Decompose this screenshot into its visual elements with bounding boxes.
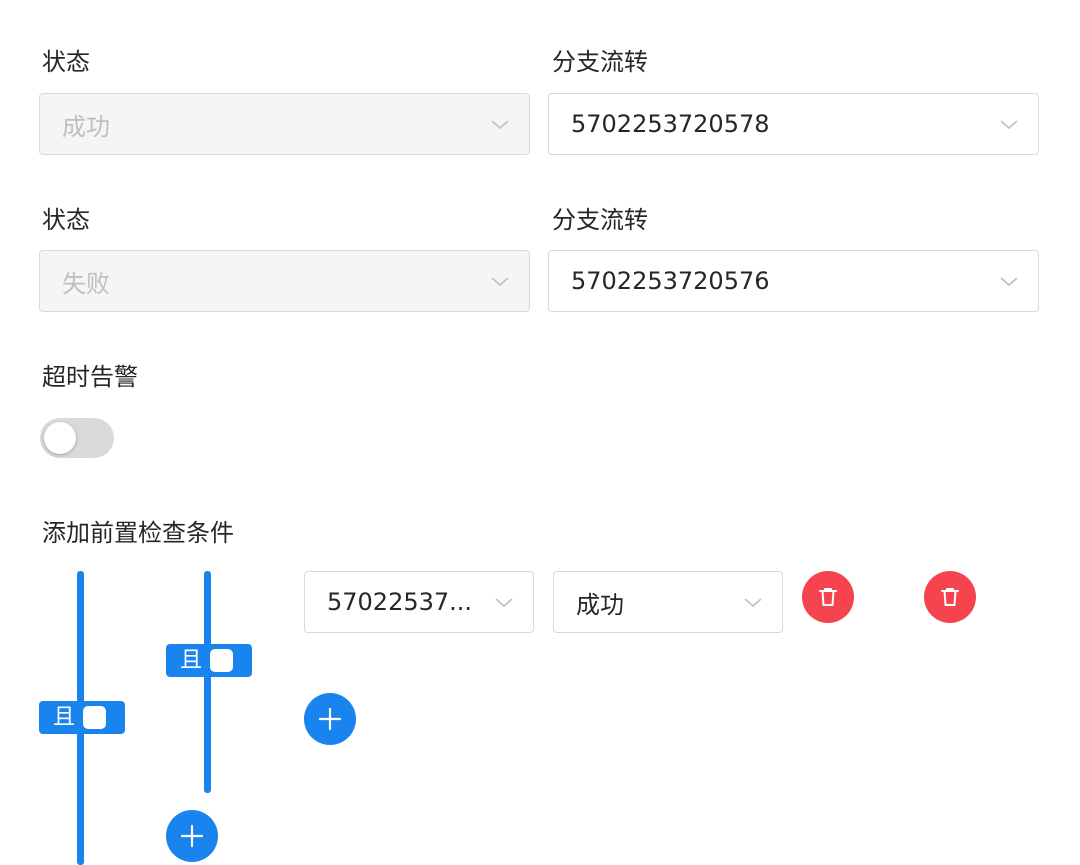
- switch-knob: [44, 422, 76, 454]
- chevron-down-icon: [1000, 277, 1018, 287]
- chevron-down-icon: [491, 120, 509, 130]
- branch-label: 分支流转: [552, 48, 648, 76]
- chevron-down-icon: [491, 277, 509, 287]
- status-select-value: 失败: [62, 269, 110, 298]
- precheck-label: 添加前置检查条件: [42, 519, 234, 547]
- chevron-down-icon: [495, 598, 513, 608]
- inner-and-toggle[interactable]: 且: [166, 644, 252, 677]
- inner-group-line: [204, 571, 211, 793]
- delete-condition-button[interactable]: [802, 571, 854, 623]
- plus-icon: [180, 824, 204, 848]
- timeout-alarm-switch[interactable]: [40, 418, 114, 458]
- branch-select[interactable]: 5702253720578: [548, 93, 1039, 155]
- condition-node-select[interactable]: 57022537...: [304, 571, 534, 633]
- status-label: 状态: [42, 206, 90, 234]
- chevron-down-icon: [1000, 120, 1018, 130]
- inner-and-switch-icon: [210, 649, 233, 672]
- inner-and-label: 且: [180, 648, 203, 673]
- timeout-alarm-label: 超时告警: [42, 363, 138, 391]
- plus-icon: [318, 707, 342, 731]
- delete-group-button[interactable]: [924, 571, 976, 623]
- condition-node-value: 57022537...: [327, 588, 473, 616]
- trash-icon: [941, 588, 959, 606]
- status-select[interactable]: 成功: [39, 93, 530, 155]
- trash-icon: [819, 588, 837, 606]
- outer-and-switch-icon: [83, 706, 106, 729]
- outer-and-toggle[interactable]: 且: [39, 701, 125, 734]
- chevron-down-icon: [744, 598, 762, 608]
- branch-label: 分支流转: [552, 206, 648, 234]
- status-label: 状态: [42, 48, 90, 76]
- branch-select-value: 5702253720576: [571, 267, 770, 295]
- branch-select-value: 5702253720578: [571, 110, 770, 138]
- add-condition-button[interactable]: [304, 693, 356, 745]
- status-select-value: 成功: [62, 112, 110, 141]
- status-select[interactable]: 失败: [39, 250, 530, 312]
- outer-and-label: 且: [53, 705, 76, 730]
- condition-status-value: 成功: [576, 590, 624, 619]
- condition-status-select[interactable]: 成功: [553, 571, 783, 633]
- branch-select[interactable]: 5702253720576: [548, 250, 1039, 312]
- add-group-button[interactable]: [166, 810, 218, 862]
